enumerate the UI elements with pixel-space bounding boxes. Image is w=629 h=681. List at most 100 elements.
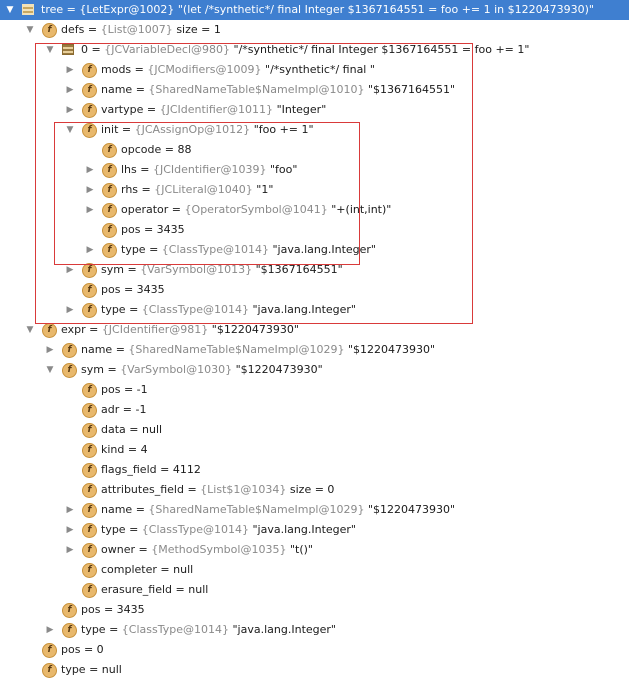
variable-string: "$1220473930": [211, 323, 299, 336]
tree-row-0[interactable]: ▼ 0 = {JCVariableDecl@980} "/*synthetic*/…: [0, 40, 629, 60]
field-icon: f: [62, 343, 77, 358]
variable-type: {LetExpr@1002}: [79, 3, 175, 16]
field-icon: f: [82, 583, 97, 598]
expand-arrow-icon[interactable]: ▶: [86, 185, 94, 195]
expand-arrow-icon[interactable]: ▶: [86, 165, 94, 175]
variable-string: "+(int,int)": [331, 203, 392, 216]
field-icon: f: [42, 663, 57, 678]
equals-sign: =: [85, 323, 102, 336]
equals-sign: =: [156, 463, 173, 476]
variable-type: {SharedNameTable$NameImpl@1029}: [128, 343, 345, 356]
expand-arrow-icon[interactable]: ▶: [66, 85, 74, 95]
collapse-arrow-icon[interactable]: ▼: [26, 25, 34, 35]
tree-row-expr[interactable]: ▼ f expr = {JCIdentifier@981} "$1220473930…: [0, 320, 629, 340]
tree-row-erasure-field[interactable]: f erasure_field = null: [0, 580, 629, 600]
collapse-arrow-icon[interactable]: ▼: [26, 325, 34, 335]
expand-arrow-icon[interactable]: ▶: [66, 265, 74, 275]
variable-name: pos: [61, 643, 81, 656]
row-label: pos = 3435: [101, 280, 165, 300]
variable-name: attributes_field: [101, 483, 184, 496]
variable-string: "$1220473930": [348, 343, 436, 356]
variable-string: "java.lang.Integer": [252, 303, 356, 316]
expand-arrow-icon[interactable]: ▶: [46, 625, 54, 635]
row-label: pos = 0: [61, 640, 104, 660]
equals-sign: =: [172, 583, 189, 596]
row-label: operator = {OperatorSymbol@1041} "+(int,…: [121, 200, 391, 220]
collapse-arrow-icon[interactable]: ▼: [66, 125, 74, 135]
field-icon: f: [42, 323, 57, 338]
collapse-arrow-icon[interactable]: ▼: [6, 5, 14, 15]
row-label: mods = {JCModifiers@1009} "/*synthetic*/…: [101, 60, 375, 80]
equals-sign: =: [120, 383, 137, 396]
expand-arrow-icon[interactable]: ▶: [66, 525, 74, 535]
equals-sign: =: [118, 123, 135, 136]
equals-sign: =: [112, 343, 129, 356]
equals-sign: =: [120, 283, 137, 296]
collapse-arrow-icon[interactable]: ▼: [46, 45, 54, 55]
variable-name: owner: [101, 543, 135, 556]
variable-name: type: [101, 303, 126, 316]
expand-arrow-icon[interactable]: ▶: [66, 65, 74, 75]
field-icon: f: [82, 423, 97, 438]
field-icon: f: [102, 223, 117, 238]
row-label: pos = -1: [101, 380, 148, 400]
expand-arrow-icon[interactable]: ▶: [86, 205, 94, 215]
equals-sign: =: [125, 303, 142, 316]
tree-row-tree[interactable]: ▼tree = {LetExpr@1002} "(let /*synthetic…: [0, 0, 629, 20]
variable-string: "$1220473930": [368, 503, 456, 516]
variable-name: pos: [81, 603, 101, 616]
row-label: type = {ClassType@1014} "java.lang.Integ…: [81, 620, 336, 640]
variable-value: null: [101, 663, 122, 676]
variable-string: "$1220473930": [235, 363, 323, 376]
expand-arrow-icon[interactable]: ▶: [66, 305, 74, 315]
variable-name: expr: [61, 323, 86, 336]
row-label: expr = {JCIdentifier@981} "$1220473930": [61, 320, 299, 340]
variable-string: "java.lang.Integer": [252, 523, 356, 536]
expand-arrow-icon[interactable]: ▶: [66, 505, 74, 515]
row-label: erasure_field = null: [101, 580, 208, 600]
expand-arrow-icon[interactable]: ▶: [66, 105, 74, 115]
variable-name: mods: [101, 63, 132, 76]
expand-arrow-icon[interactable]: ▶: [46, 345, 54, 355]
collapse-arrow-icon[interactable]: ▼: [46, 365, 54, 375]
variable-name: type: [121, 243, 146, 256]
equals-sign: =: [119, 403, 136, 416]
field-icon: f: [82, 123, 97, 138]
row-label: pos = 3435: [81, 600, 145, 620]
field-icon: f: [82, 523, 97, 538]
expand-arrow-icon[interactable]: ▶: [66, 545, 74, 555]
row-label: 0 = {JCVariableDecl@980} "/*synthetic*/ …: [81, 40, 529, 60]
row-label: rhs = {JCLiteral@1040} "1": [121, 180, 273, 200]
expand-arrow-icon[interactable]: ▶: [86, 245, 94, 255]
